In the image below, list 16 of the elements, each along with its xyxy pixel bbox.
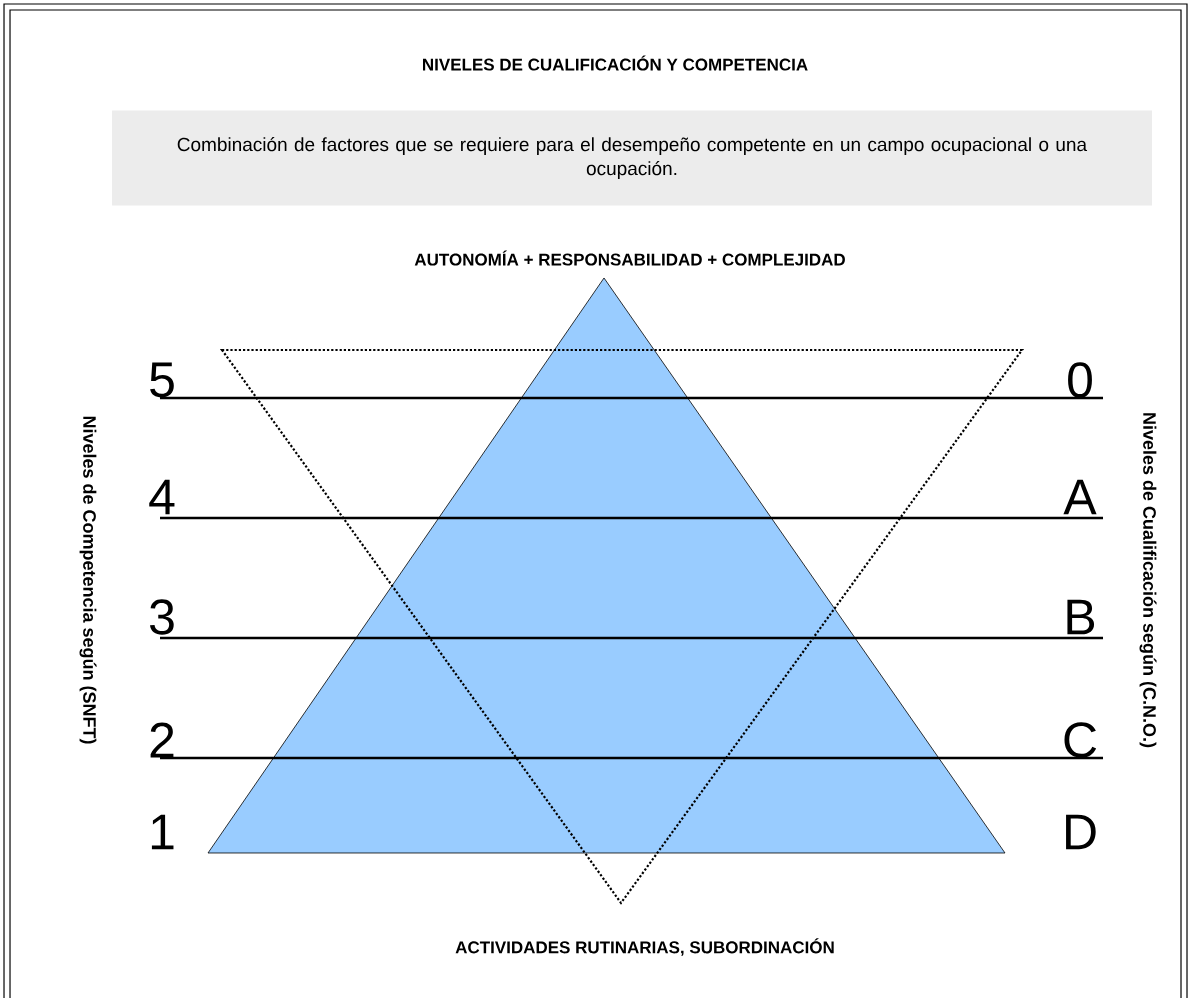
level-letter: 0 [1068, 362, 1092, 398]
axis-label: Niveles de Competencia según (SNFT) [79, 416, 97, 744]
top-heading: AUTONOMÍA + RESPONSABILIDAD + COMPLEJIDAD [414, 250, 845, 266]
level-number: 3 [150, 599, 174, 635]
description-box: Combinación de factores que se requiere para el desempeño competente en un campo ocupacional o una ocupación. [112, 110, 1152, 206]
level-number: 5 [150, 362, 174, 398]
level-letter: B [1067, 599, 1095, 635]
title: NIVELES DE CUALIFICACIÓN Y COMPETENCIA [423, 55, 808, 71]
bottom-heading: ACTIVIDADES RUTINARIAS, SUBORDINACIÓN [455, 938, 834, 956]
level-number: 4 [149, 479, 175, 515]
level-number: 2 [150, 722, 174, 758]
level-letter: A [1063, 479, 1097, 515]
level-number: 1 [151, 814, 174, 850]
level-letter: C [1064, 722, 1097, 758]
level-letter: D [1066, 814, 1096, 850]
axis-label: Niveles de Cualificación según (C.N.O.) [1139, 413, 1157, 748]
